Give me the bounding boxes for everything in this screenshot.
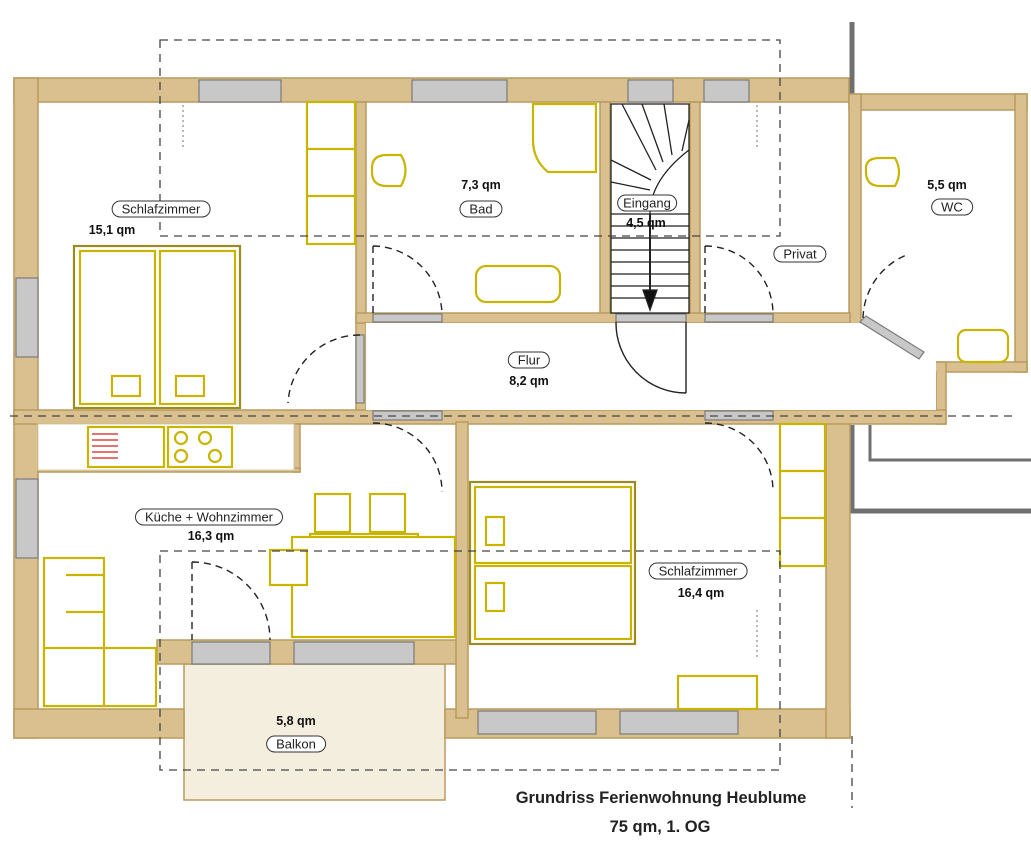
room-label-eingang: Eingang — [617, 194, 677, 212]
area-schlafzimmer-1: 15,1 qm — [88, 223, 136, 237]
room-label-bad: Bad — [459, 200, 503, 218]
area-schlafzimmer-2: 16,4 qm — [677, 586, 725, 600]
wardrobe-2 — [778, 422, 827, 568]
kitchen-counter — [37, 423, 295, 471]
bench — [290, 535, 457, 639]
chair-1 — [313, 492, 352, 534]
pillow-2b — [484, 581, 506, 613]
neighbor-building-outline — [849, 22, 1031, 514]
balcony-floor — [183, 663, 446, 801]
area-kueche: 16,3 qm — [187, 529, 235, 543]
room-label-wc: WC — [931, 198, 973, 216]
shower — [531, 102, 598, 174]
toilet-wc — [864, 156, 901, 188]
area-eingang: 4,5 qm — [626, 216, 666, 230]
area-balkon: 5,8 qm — [276, 714, 316, 728]
dotted-marks — [182, 105, 758, 660]
room-label-schlafzimmer-2: Schlafzimmer — [648, 562, 748, 580]
toilet-bad — [370, 153, 407, 188]
furniture — [37, 100, 1010, 711]
plan-title: Grundriss Ferienwohnung Heublume — [515, 789, 807, 807]
windows — [15, 79, 925, 735]
pillow-1b — [174, 374, 206, 398]
bathtub — [474, 264, 562, 304]
corridor-floor — [366, 323, 936, 410]
plan-subtitle: 75 qm, 1. OG — [609, 818, 711, 836]
room-label-schlafzimmer-1: Schlafzimmer — [111, 200, 211, 218]
entrance-door — [615, 321, 687, 394]
area-flur: 8,2 qm — [509, 374, 549, 388]
area-wc: 5,5 qm — [927, 178, 967, 192]
chair-3 — [268, 548, 309, 587]
projection-lines — [10, 39, 1015, 808]
room-label-balkon: Balkon — [266, 735, 326, 753]
dresser — [676, 674, 759, 711]
pillow-1a — [110, 374, 142, 398]
chair-2 — [368, 492, 407, 534]
room-label-kueche: Küche + Wohnzimmer — [134, 508, 284, 526]
kitchen-sink — [86, 425, 166, 469]
sofa-arm — [42, 646, 158, 708]
room-label-privat: Privat — [773, 245, 827, 263]
room-label-flur: Flur — [507, 351, 551, 369]
wardrobe-1 — [305, 100, 357, 246]
kitchen-sink-stripes — [92, 433, 118, 459]
area-bad: 7,3 qm — [461, 178, 501, 192]
sink-wc — [956, 328, 1010, 364]
pillow-2a — [484, 515, 506, 547]
door-swings — [191, 245, 910, 641]
